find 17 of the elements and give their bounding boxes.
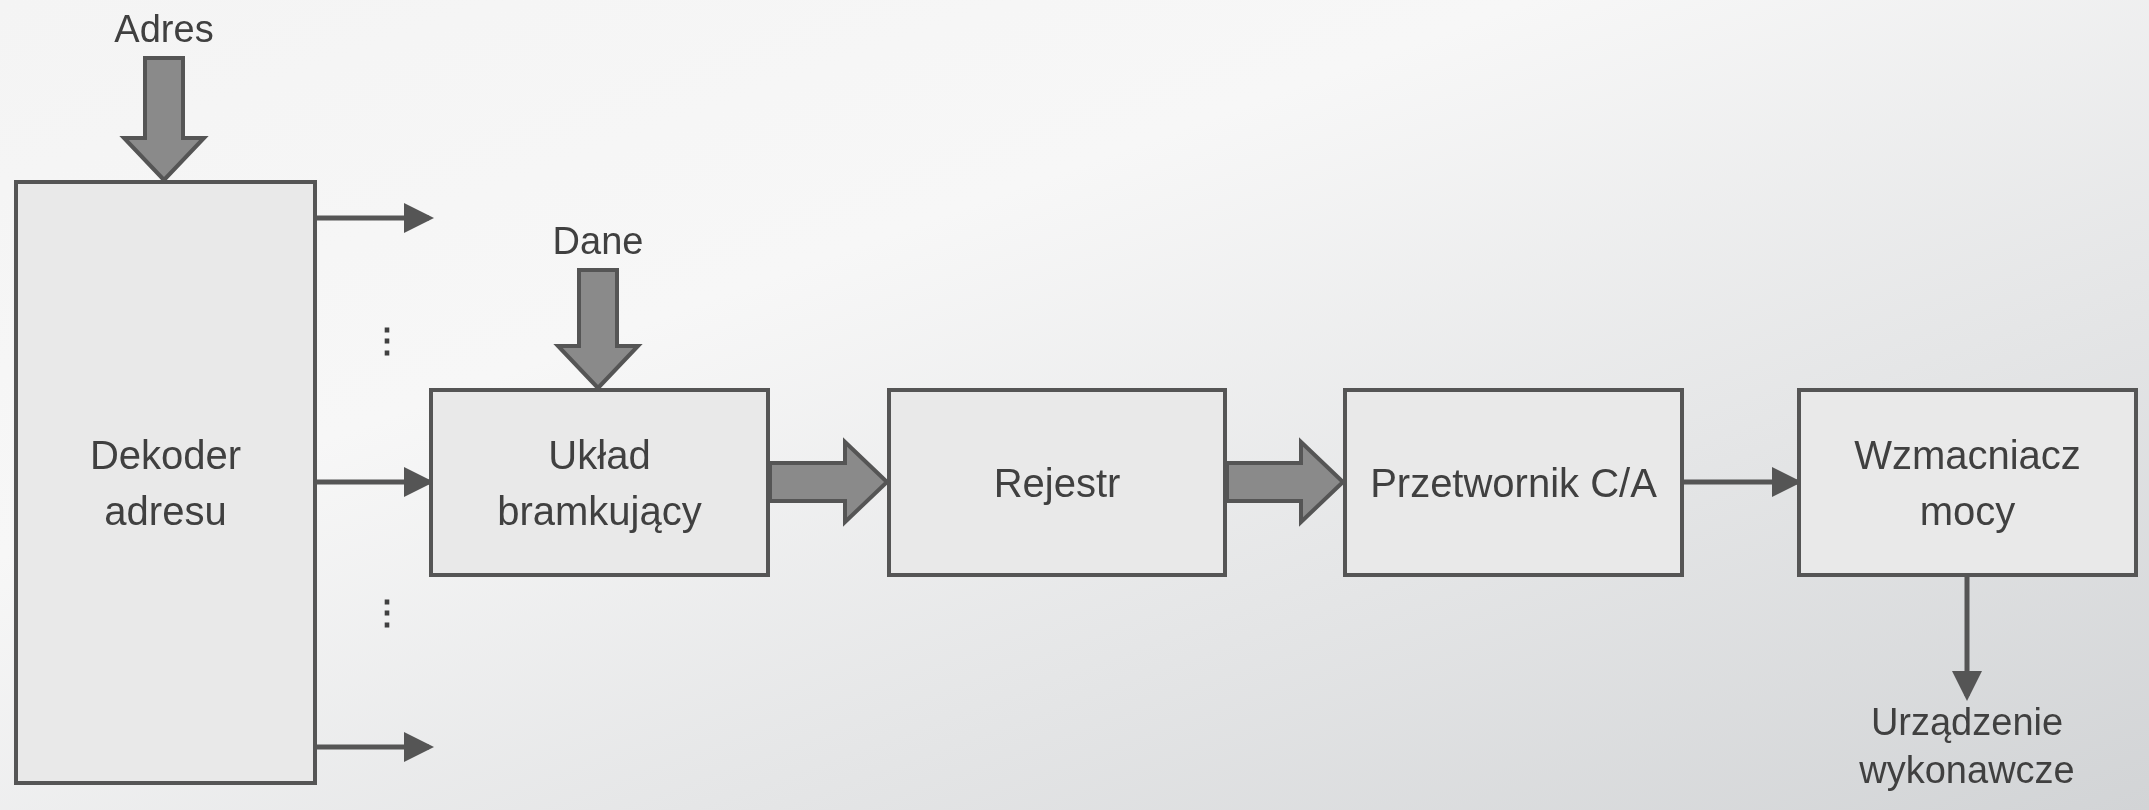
arrow (317, 732, 434, 762)
arrow (1952, 577, 1982, 701)
signal-label: Adres (84, 0, 244, 58)
block-arrow (119, 56, 209, 183)
block-arrow (553, 268, 643, 391)
arrow (317, 203, 434, 233)
ellipsis-mark: ⋮ (370, 320, 404, 360)
signal-label: Dane (518, 212, 678, 270)
block-box: Układ bramkujący (429, 388, 770, 577)
block-box: Dekoder adresu (14, 180, 317, 785)
block-box: Wzmacniacz mocy (1797, 388, 2138, 577)
ellipsis-mark: ⋮ (370, 592, 404, 632)
block-box: Przetwornik C/A (1343, 388, 1684, 577)
block-box: Rejestr (887, 388, 1227, 577)
block-arrow (1225, 437, 1346, 527)
block-arrow (768, 437, 890, 527)
signal-label: Urządzenie wykonawcze (1817, 696, 2117, 796)
